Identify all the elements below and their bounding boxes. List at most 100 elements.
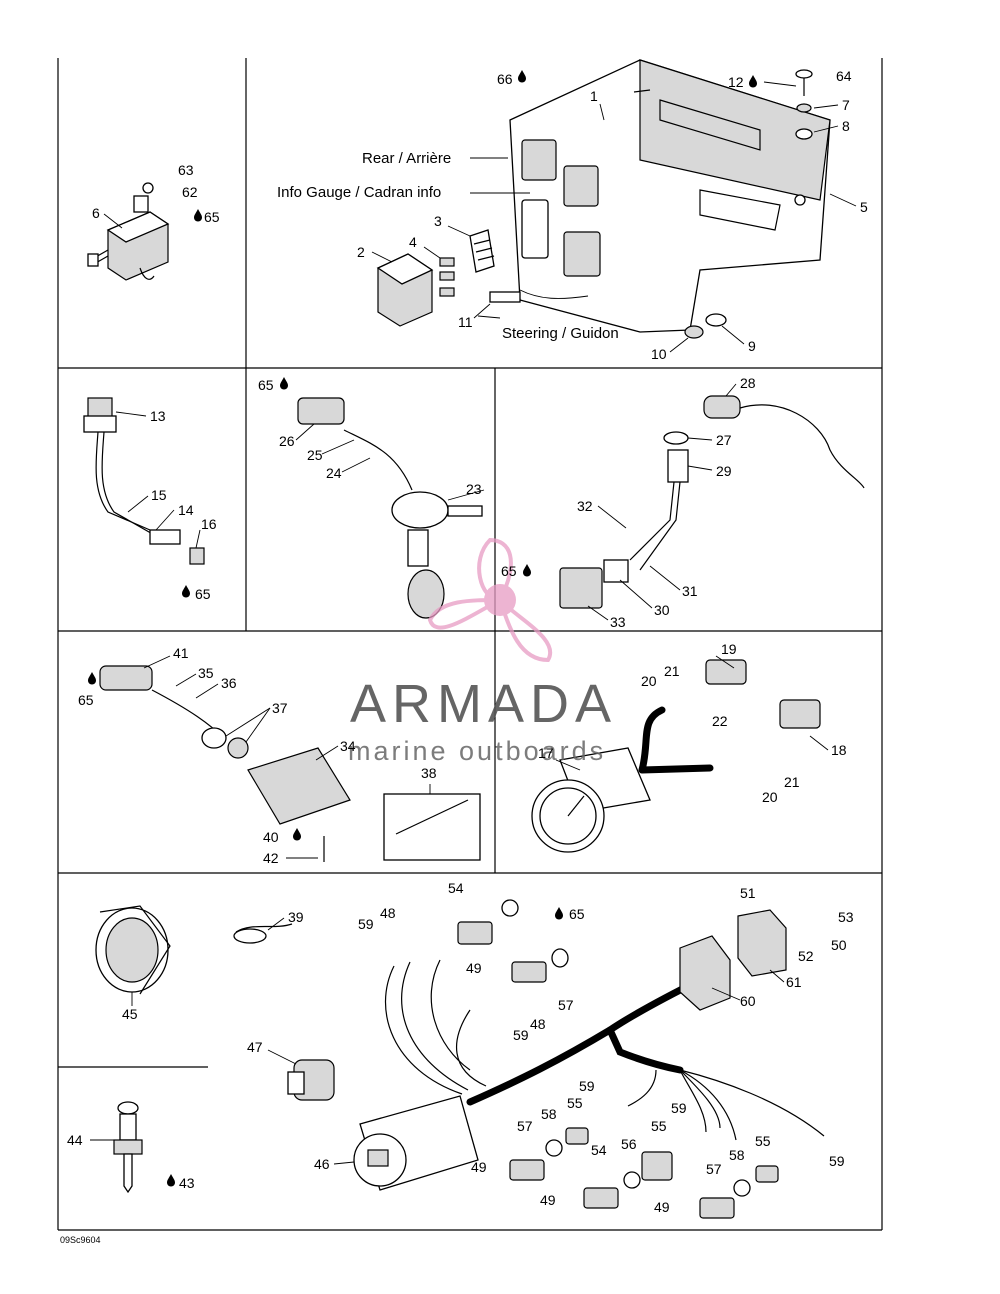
leader-lines [90, 81, 857, 1165]
part-sensor-44 [113, 1101, 143, 1194]
part-info-gauge-46 [353, 1095, 479, 1191]
callout-4: 4 [409, 234, 417, 250]
callout-50: 50 [831, 937, 847, 953]
callout-45: 45 [122, 1006, 138, 1022]
part-key-switch [559, 395, 865, 609]
part-connectors-54 [457, 899, 569, 983]
callout-30: 30 [654, 602, 670, 618]
callout-61: 61 [786, 974, 802, 990]
part-fuse-holder [469, 229, 495, 273]
callout-20b: 20 [762, 789, 778, 805]
callout-40: 40 [263, 829, 279, 845]
callout-62: 62 [182, 184, 198, 200]
callout-18: 18 [831, 742, 847, 758]
part-solenoid-valve [87, 182, 170, 281]
callout-51: 51 [740, 885, 756, 901]
callout-22: 22 [712, 713, 728, 729]
part-tie-39 [233, 923, 293, 944]
part-connectors-bottom [509, 1127, 779, 1219]
callout-46: 46 [314, 1156, 330, 1172]
callout-54a: 54 [448, 880, 464, 896]
callout-54b: 54 [591, 1142, 607, 1158]
part-gauge-17 [531, 659, 821, 853]
callout-11: 11 [458, 314, 473, 330]
watermark-tagline: marine outboards [348, 736, 606, 766]
callout-12: 12 [728, 74, 744, 90]
part-sensor-13 [83, 397, 205, 565]
callout-29: 29 [716, 463, 732, 479]
part-jumper [489, 291, 521, 303]
callout-49d: 49 [654, 1199, 670, 1215]
callout-52: 52 [798, 948, 814, 964]
panel-frame [57, 58, 883, 1231]
callout-15: 15 [151, 487, 167, 503]
callout-28: 28 [740, 375, 756, 391]
callout-19: 19 [721, 641, 737, 657]
callout-9: 9 [748, 338, 756, 354]
callout-10: 10 [651, 346, 667, 362]
callout-57a: 57 [558, 997, 574, 1013]
callout-49b: 49 [471, 1159, 487, 1175]
part-main-harness [385, 959, 825, 1141]
callout-33: 33 [610, 614, 626, 630]
watermark-brand: ARMADA [350, 674, 617, 734]
callout-25: 25 [307, 447, 323, 463]
callout-44: 44 [67, 1132, 83, 1148]
callout-63: 63 [178, 162, 194, 178]
callout-24: 24 [326, 465, 342, 481]
callout-39: 39 [288, 909, 304, 925]
callout-3: 3 [434, 213, 442, 229]
callout-65e: 65 [78, 692, 94, 708]
callout-1: 1 [590, 88, 598, 104]
callout-48a: 48 [380, 905, 396, 921]
part-bezel-45 [95, 905, 171, 995]
callout-43: 43 [179, 1175, 195, 1191]
callout-16: 16 [201, 516, 217, 532]
drawing-code: 09Sc9604 [60, 1235, 101, 1245]
callout-58a: 58 [541, 1106, 557, 1122]
callout-41: 41 [173, 645, 189, 661]
callout-20a: 20 [641, 673, 657, 689]
label-info-gauge: Info Gauge / Cadran info [277, 184, 441, 201]
callout-60: 60 [740, 993, 756, 1009]
watermark-logo [427, 537, 553, 663]
callout-56: 56 [621, 1136, 637, 1152]
callout-5: 5 [860, 199, 868, 215]
callout-65a: 65 [204, 209, 220, 225]
callout-59a: 59 [358, 916, 374, 932]
callout-53: 53 [838, 909, 854, 925]
callout-59b: 59 [513, 1027, 529, 1043]
callout-59c: 59 [579, 1078, 595, 1094]
callout-59e: 59 [829, 1153, 845, 1169]
part-relay [376, 253, 434, 327]
callout-38: 38 [421, 765, 437, 781]
callout-64: 64 [836, 68, 852, 84]
callout-17: 17 [538, 745, 554, 761]
callout-27: 27 [716, 432, 732, 448]
part-screw-washers [684, 69, 813, 339]
callout-34: 34 [340, 738, 356, 754]
callout-13: 13 [150, 408, 166, 424]
label-steering: Steering / Guidon [502, 325, 619, 342]
callout-65b: 65 [258, 377, 274, 393]
callout-48b: 48 [530, 1016, 546, 1032]
part-ecm-module [509, 59, 831, 333]
callout-42: 42 [263, 850, 279, 866]
callout-57c: 57 [706, 1161, 722, 1177]
callout-59d: 59 [671, 1100, 687, 1116]
callout-49c: 49 [540, 1192, 556, 1208]
part-adaptor-47 [287, 1059, 335, 1101]
callout-65f: 65 [569, 906, 585, 922]
callout-7: 7 [842, 97, 850, 113]
callout-21a: 21 [664, 663, 680, 679]
callout-55b: 55 [651, 1118, 667, 1134]
callout-2: 2 [357, 244, 365, 260]
callout-26: 26 [279, 433, 295, 449]
callout-32: 32 [577, 498, 593, 514]
part-fitting-23 [297, 397, 483, 619]
callout-55a: 55 [567, 1095, 583, 1111]
callout-58b: 58 [729, 1147, 745, 1163]
part-fuses [439, 257, 455, 297]
callout-8: 8 [842, 118, 850, 134]
